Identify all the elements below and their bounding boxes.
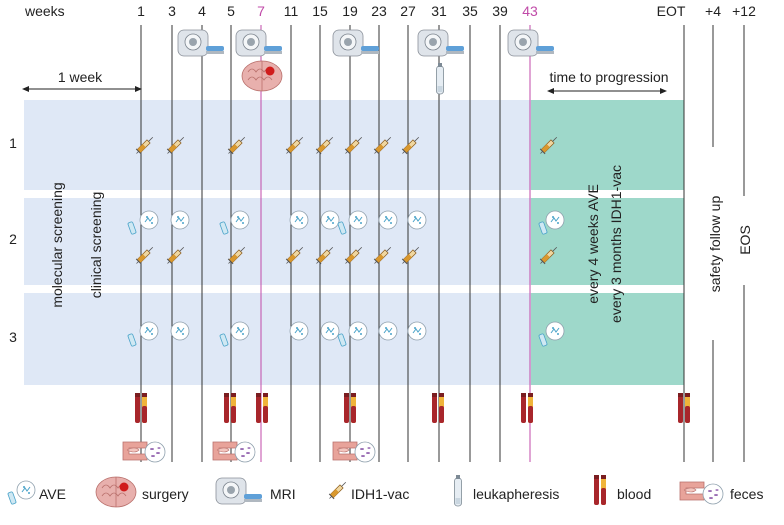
- safety-follow-up-label: safety follow up: [707, 196, 723, 293]
- ave-icon: [348, 321, 368, 341]
- ave-icon: [320, 210, 340, 230]
- ave-icon: [230, 210, 250, 230]
- followup-label-4: +4: [705, 3, 721, 19]
- one-week-label: 1 week: [58, 69, 103, 85]
- ave-icon: [289, 210, 309, 230]
- every-4-weeks-label: every 4 weeks AVE: [585, 184, 601, 304]
- ave-icon: [139, 321, 159, 341]
- week-label-4: 4: [198, 3, 206, 19]
- ave-icon: [407, 210, 427, 230]
- legend-blood-icon: [594, 475, 606, 505]
- ave-icon: [378, 321, 398, 341]
- legend-ave-vial-icon: [7, 491, 17, 505]
- week-label-15: 15: [312, 3, 328, 19]
- background-bands: [24, 100, 684, 385]
- week-label-11: 11: [284, 3, 299, 19]
- ave-icon: [348, 210, 368, 230]
- legend-ave-label: AVE: [39, 486, 66, 502]
- legend-mri-icon: [215, 477, 263, 505]
- week-label-1: 1: [137, 3, 145, 19]
- blood-icon: [256, 393, 268, 423]
- leukapheresis-icon: [436, 62, 444, 95]
- legend-mri-label: MRI: [270, 486, 296, 502]
- surgery-brain-icon: [241, 60, 283, 92]
- follow-up-lines: [712, 25, 745, 462]
- timepoint-gridlines: [140, 25, 685, 462]
- every-3-months-label: every 3 months IDH1-vac: [608, 165, 624, 323]
- ave-icon: [545, 210, 565, 230]
- mri-icon: [332, 29, 380, 57]
- bottom-sample-icons: [122, 393, 690, 463]
- legend-surgery-icon: [95, 476, 137, 508]
- mri-icon: [507, 29, 555, 57]
- followup-label-12: +12: [732, 3, 756, 19]
- week-label-7: 7: [257, 3, 265, 19]
- feces-microbe-icon: [144, 441, 166, 463]
- eos-label: EOS: [737, 225, 753, 255]
- mri-icon: [177, 29, 225, 57]
- ave-icon: [289, 321, 309, 341]
- molecular-screening-label: molecular screening: [49, 182, 65, 307]
- screening-band-row-3: [24, 293, 531, 385]
- week-label-5: 5: [227, 3, 235, 19]
- progression-band-row-1: [531, 100, 684, 190]
- ave-icon: [230, 321, 250, 341]
- legend-ave-icon: [16, 480, 36, 500]
- feces-microbe-icon: [354, 441, 376, 463]
- legend-feces-label: feces: [730, 486, 763, 502]
- top-icons: [177, 29, 555, 95]
- mri-icon: [417, 29, 465, 57]
- row-label-3: 3: [9, 329, 17, 345]
- feces-intestine-icon: [122, 441, 148, 461]
- week-label-43: 43: [522, 3, 538, 19]
- legend-leukapheresis-label: leukapheresis: [473, 486, 559, 502]
- week-label-39: 39: [492, 3, 508, 19]
- legend-leukapheresis-icon: [454, 474, 462, 507]
- ave-icon: [170, 321, 190, 341]
- mri-icon: [235, 29, 283, 57]
- screening-band-row-2: [24, 198, 531, 285]
- week-label-27: 27: [400, 3, 416, 19]
- blood-icon: [521, 393, 533, 423]
- legend-blood-label: blood: [617, 486, 651, 502]
- week-label-23: 23: [371, 3, 387, 19]
- weeks-label: weeks: [24, 3, 65, 19]
- legend-idh1-vac-label: IDH1-vac: [351, 486, 409, 502]
- ave-icon: [139, 210, 159, 230]
- week-label-3: 3: [168, 3, 176, 19]
- time-to-progression-annotation: time to progression: [547, 69, 669, 94]
- ave-icon: [407, 321, 427, 341]
- ave-icon: [545, 321, 565, 341]
- screening-band-row-1: [24, 100, 531, 190]
- one-week-annotation: 1 week: [22, 69, 142, 92]
- feces-intestine-icon: [332, 441, 358, 461]
- ave-icon: [170, 210, 190, 230]
- week-labels: 1 3 4 5 7 11 15 19 23 27 31 35 39 43: [137, 3, 538, 19]
- legend-feces-microbe-icon: [702, 483, 724, 505]
- eot-label: EOT: [657, 3, 686, 19]
- week-label-31: 31: [431, 3, 447, 19]
- blood-icon: [224, 393, 236, 423]
- clinical-screening-label: clinical screening: [88, 192, 104, 299]
- row-label-1: 1: [9, 135, 17, 151]
- week-label-35: 35: [462, 3, 478, 19]
- row-label-2: 2: [9, 231, 17, 247]
- ave-icon: [378, 210, 398, 230]
- time-to-progression-label: time to progression: [549, 69, 668, 85]
- feces-microbe-icon: [234, 441, 256, 463]
- legend-surgery-label: surgery: [142, 486, 189, 502]
- legend: AVE surgery MRI IDH1-vac leukapheresis b…: [7, 474, 763, 508]
- legend-feces-intestine-icon: [679, 481, 705, 501]
- blood-icon: [432, 393, 444, 423]
- ave-icon: [320, 321, 340, 341]
- legend-idh1-vac-icon: [326, 479, 349, 502]
- feces-intestine-icon: [212, 441, 238, 461]
- week-label-19: 19: [342, 3, 358, 19]
